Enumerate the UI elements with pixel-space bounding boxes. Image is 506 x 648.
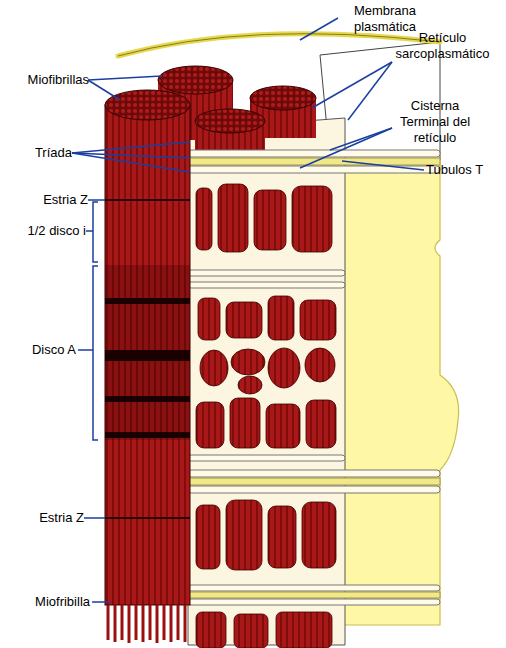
a-band-stripe	[105, 396, 190, 402]
part-label: Disco A	[4, 342, 76, 358]
reticulum-region	[188, 118, 345, 645]
part-label: 1/2 disco i	[4, 223, 86, 239]
myofibril-sections	[196, 184, 336, 648]
a-band-stripe	[105, 350, 190, 361]
myofibril-column	[105, 105, 190, 605]
z-line	[105, 199, 190, 201]
part-label: Miofribilla	[4, 594, 90, 610]
sarcoplasm-region	[340, 160, 459, 625]
part-label: Estria Z	[14, 510, 84, 526]
part-label: Tríada	[18, 145, 72, 161]
a-band	[105, 265, 190, 440]
leader-lines	[72, 18, 424, 602]
myofibril-fringe	[108, 605, 185, 643]
myofibril-end	[105, 90, 190, 120]
part-label: Retículo sarcoplasmático	[385, 30, 500, 62]
myofibril-end	[250, 86, 316, 110]
triad-bands	[188, 150, 440, 605]
part-label: Estria Z	[18, 192, 88, 208]
myofibril-end	[195, 109, 265, 133]
plasma-membrane	[118, 34, 440, 56]
z-line	[105, 517, 190, 519]
part-label: Tubulos T	[426, 162, 506, 178]
part-label: Cisterna Terminal del retículo	[385, 98, 485, 146]
part-label: Miofibrillas	[3, 72, 89, 88]
plasma-membrane-edge	[118, 34, 440, 56]
a-band-stripe	[105, 298, 190, 304]
a-band-stripe	[105, 432, 190, 438]
myofibril-end	[158, 66, 233, 94]
